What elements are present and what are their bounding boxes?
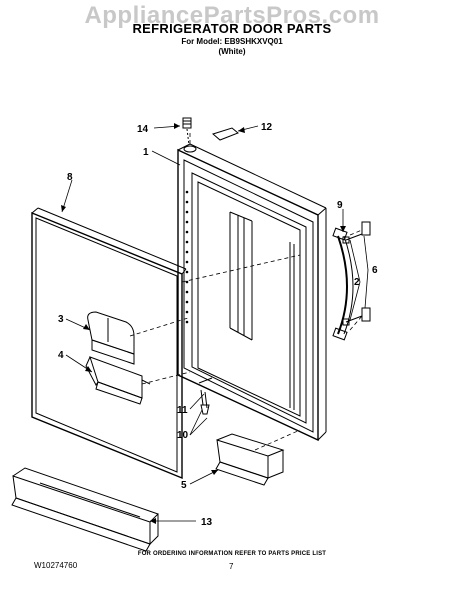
callout-4: 4 (58, 350, 64, 361)
callout-13: 13 (201, 517, 213, 528)
callout-14: 14 (137, 124, 149, 135)
page-number: 7 (229, 562, 234, 571)
color-line: (White) (218, 47, 246, 56)
hinge-shim-part (211, 127, 239, 141)
ordering-info-text: FOR ORDERING INFORMATION REFER TO PARTS … (137, 551, 327, 557)
dairy-door-part (87, 311, 135, 365)
door-liner-part (177, 143, 327, 442)
lower-door-bin-part (11, 467, 159, 552)
callout-3: 3 (58, 314, 64, 325)
model-line: For Model: EB9SHKXVQ01 (181, 37, 283, 46)
callout-10: 10 (177, 430, 189, 441)
door-shelf-bin-part (215, 433, 285, 486)
dairy-bin-part (85, 356, 151, 405)
callout-5: 5 (181, 480, 187, 491)
callout-9: 9 (337, 200, 343, 211)
handle-screw-part (342, 233, 363, 326)
hinge-pin-part (182, 117, 197, 153)
outer-door-panel-part (31, 207, 187, 480)
door-stop-screw-part (198, 377, 213, 415)
callout-6: 6 (372, 265, 378, 276)
handle-cap-part (361, 221, 371, 322)
document-number: W10274760 (34, 561, 78, 570)
callout-2: 2 (354, 277, 360, 288)
door-handle-part (332, 227, 354, 341)
page-title: REFRIGERATOR DOOR PARTS (132, 21, 332, 36)
watermark: AppliancePartsPros.com (84, 2, 380, 29)
callout-12: 12 (261, 122, 273, 133)
callout-8: 8 (67, 172, 73, 183)
callout-11: 11 (177, 405, 188, 416)
callout-1: 1 (143, 147, 149, 158)
